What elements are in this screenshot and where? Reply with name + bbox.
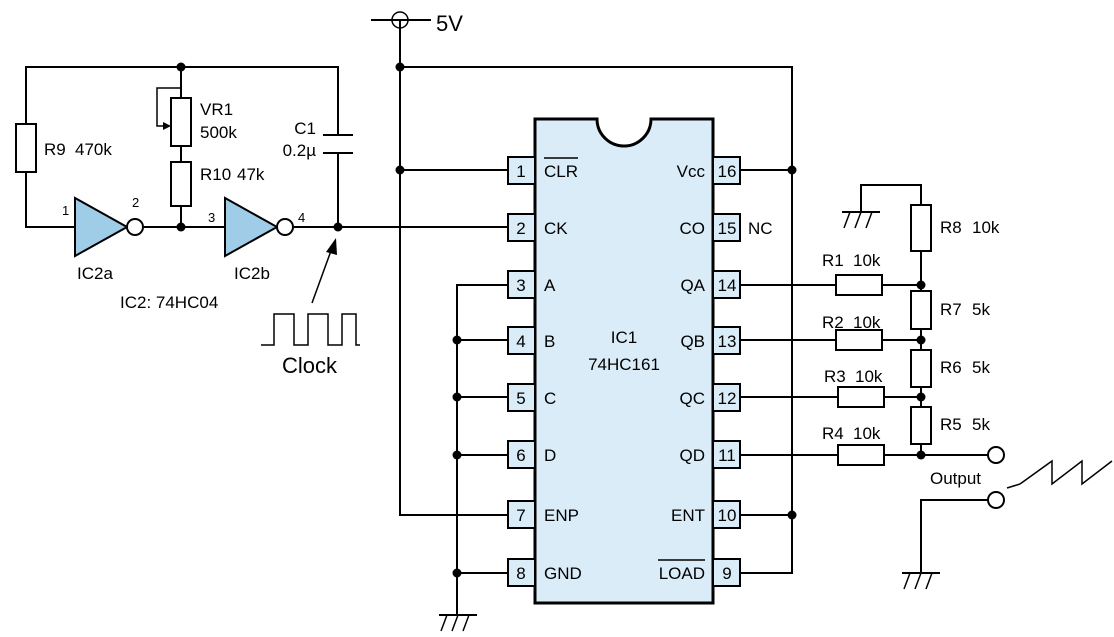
pin-number: 4 [516,332,525,351]
r10-value: 47k [237,165,265,184]
ic2a-out-pin: 2 [132,195,139,210]
pin-name: GND [544,564,582,583]
ic1-chip: IC1 74HC161 [533,117,715,605]
ic2a-name: IC2a [77,264,113,283]
pin-name: QB [680,332,705,351]
c1-value: 0.2µ [283,141,317,160]
r6-name: R6 [940,358,962,377]
ic2b-in-pin: 3 [208,210,215,225]
r8-name: R8 [940,218,962,237]
r3-name: R3 [824,367,846,386]
pin-name-clr: CLR [544,162,578,181]
pin-name: CK [544,219,568,238]
vcc-rail [395,62,797,574]
ic2-label: IC2: 74HC04 [120,293,218,312]
pin-name: ENT [671,506,705,525]
r8-value: 10k [972,218,1000,237]
r5-value: 5k [972,415,990,434]
vr1-name: VR1 [200,100,233,119]
resistor-r3: R3 10k [824,367,885,408]
pin-name: A [544,276,556,295]
clock-label: Clock [282,353,338,378]
r10-name: R10 [200,165,231,184]
inverter-ic2a: 1 2 IC2a [62,195,144,283]
pin-number: 5 [516,389,525,408]
ic1-name: IC1 [611,328,637,347]
r1-name: R1 [822,251,844,270]
pin-name: CO [680,219,706,238]
supply-5v-symbol: 5V [371,11,463,516]
sawtooth-waveform [1019,459,1113,486]
pin-name: ENP [544,506,579,525]
pin-number: 14 [718,276,737,295]
pin-number: 16 [718,162,737,181]
ground-symbol-ladder [842,211,880,229]
vr1-value: 500k [200,123,237,142]
r5-name: R5 [940,415,962,434]
output-terminals: Output [920,446,1113,574]
resistor-r8: R8 10k [910,204,1000,252]
pin-name: C [544,389,556,408]
r7-name: R7 [940,300,962,319]
pin-number: 11 [718,446,736,465]
c1-name: C1 [294,119,316,138]
pin-name: QD [680,446,706,465]
pin-number: 9 [722,564,731,583]
pin-name: Vcc [677,162,706,181]
ic1-part: 74HC161 [588,355,660,374]
pin-number: 12 [718,389,737,408]
ground-symbol-output [902,572,940,590]
r4-value: 10k [853,424,881,443]
pin-number: 13 [718,332,737,351]
pin-number: 7 [516,506,525,525]
ic2b-name: IC2b [234,264,270,283]
r9-name: R9 [44,140,66,159]
ic1-right-pins: 16 15 14 13 12 11 10 9 Vcc CO QA QB QC Q… [658,156,773,587]
pin-number: 6 [516,446,525,465]
pin-name: B [544,332,555,351]
nc-label: NC [748,219,773,238]
resistor-r6: R6 5k [910,349,990,388]
output-pointer [1006,483,1021,489]
r7-value: 5k [972,300,990,319]
ic1-left-pins: 1 2 3 4 5 6 7 8 CLR CK A B C D ENP GND [507,156,582,587]
ground-bus [452,284,509,616]
pin-name: QA [680,276,705,295]
resistor-r10: R10 47k [170,161,265,207]
pin-name: QC [680,389,706,408]
dac-output-wires [739,184,989,460]
pin-number: 1 [516,162,525,181]
resistor-r1: R1 10k [822,251,883,296]
resistor-r9: R9 470k [15,123,112,173]
capacitor-c1: C1 0.2µ [283,119,353,160]
r1-value: 10k [853,251,881,270]
ground-symbol-ic1 [439,614,477,632]
r4-name: R4 [822,424,844,443]
resistor-r5: R5 5k [910,406,990,445]
ic2a-in-pin: 1 [62,203,69,218]
r2-name: R2 [822,313,844,332]
pin-number: 8 [516,564,525,583]
pin-number: 15 [718,219,737,238]
pin-number: 3 [516,276,525,295]
r6-value: 5k [972,358,990,377]
r3-value: 10k [855,367,883,386]
potentiometer-vr1: VR1 500k [156,87,237,147]
resistor-r7: R7 5k [910,290,990,330]
pin-name-load: LOAD [659,564,705,583]
clock-indicator: Clock [261,238,360,378]
inverter-ic2b: 3 4 IC2b [208,196,305,283]
pin-number: 10 [718,506,737,525]
pin-number: 2 [516,219,525,238]
supply-label: 5V [436,11,463,36]
resistor-r2: R2 10k [822,313,883,351]
r9-value: 470k [75,140,112,159]
pin-name: D [544,446,556,465]
resistor-r4: R4 10k [822,424,885,466]
ic2b-out-pin: 4 [298,210,305,225]
r2-value: 10k [853,313,881,332]
output-label: Output [930,469,981,488]
